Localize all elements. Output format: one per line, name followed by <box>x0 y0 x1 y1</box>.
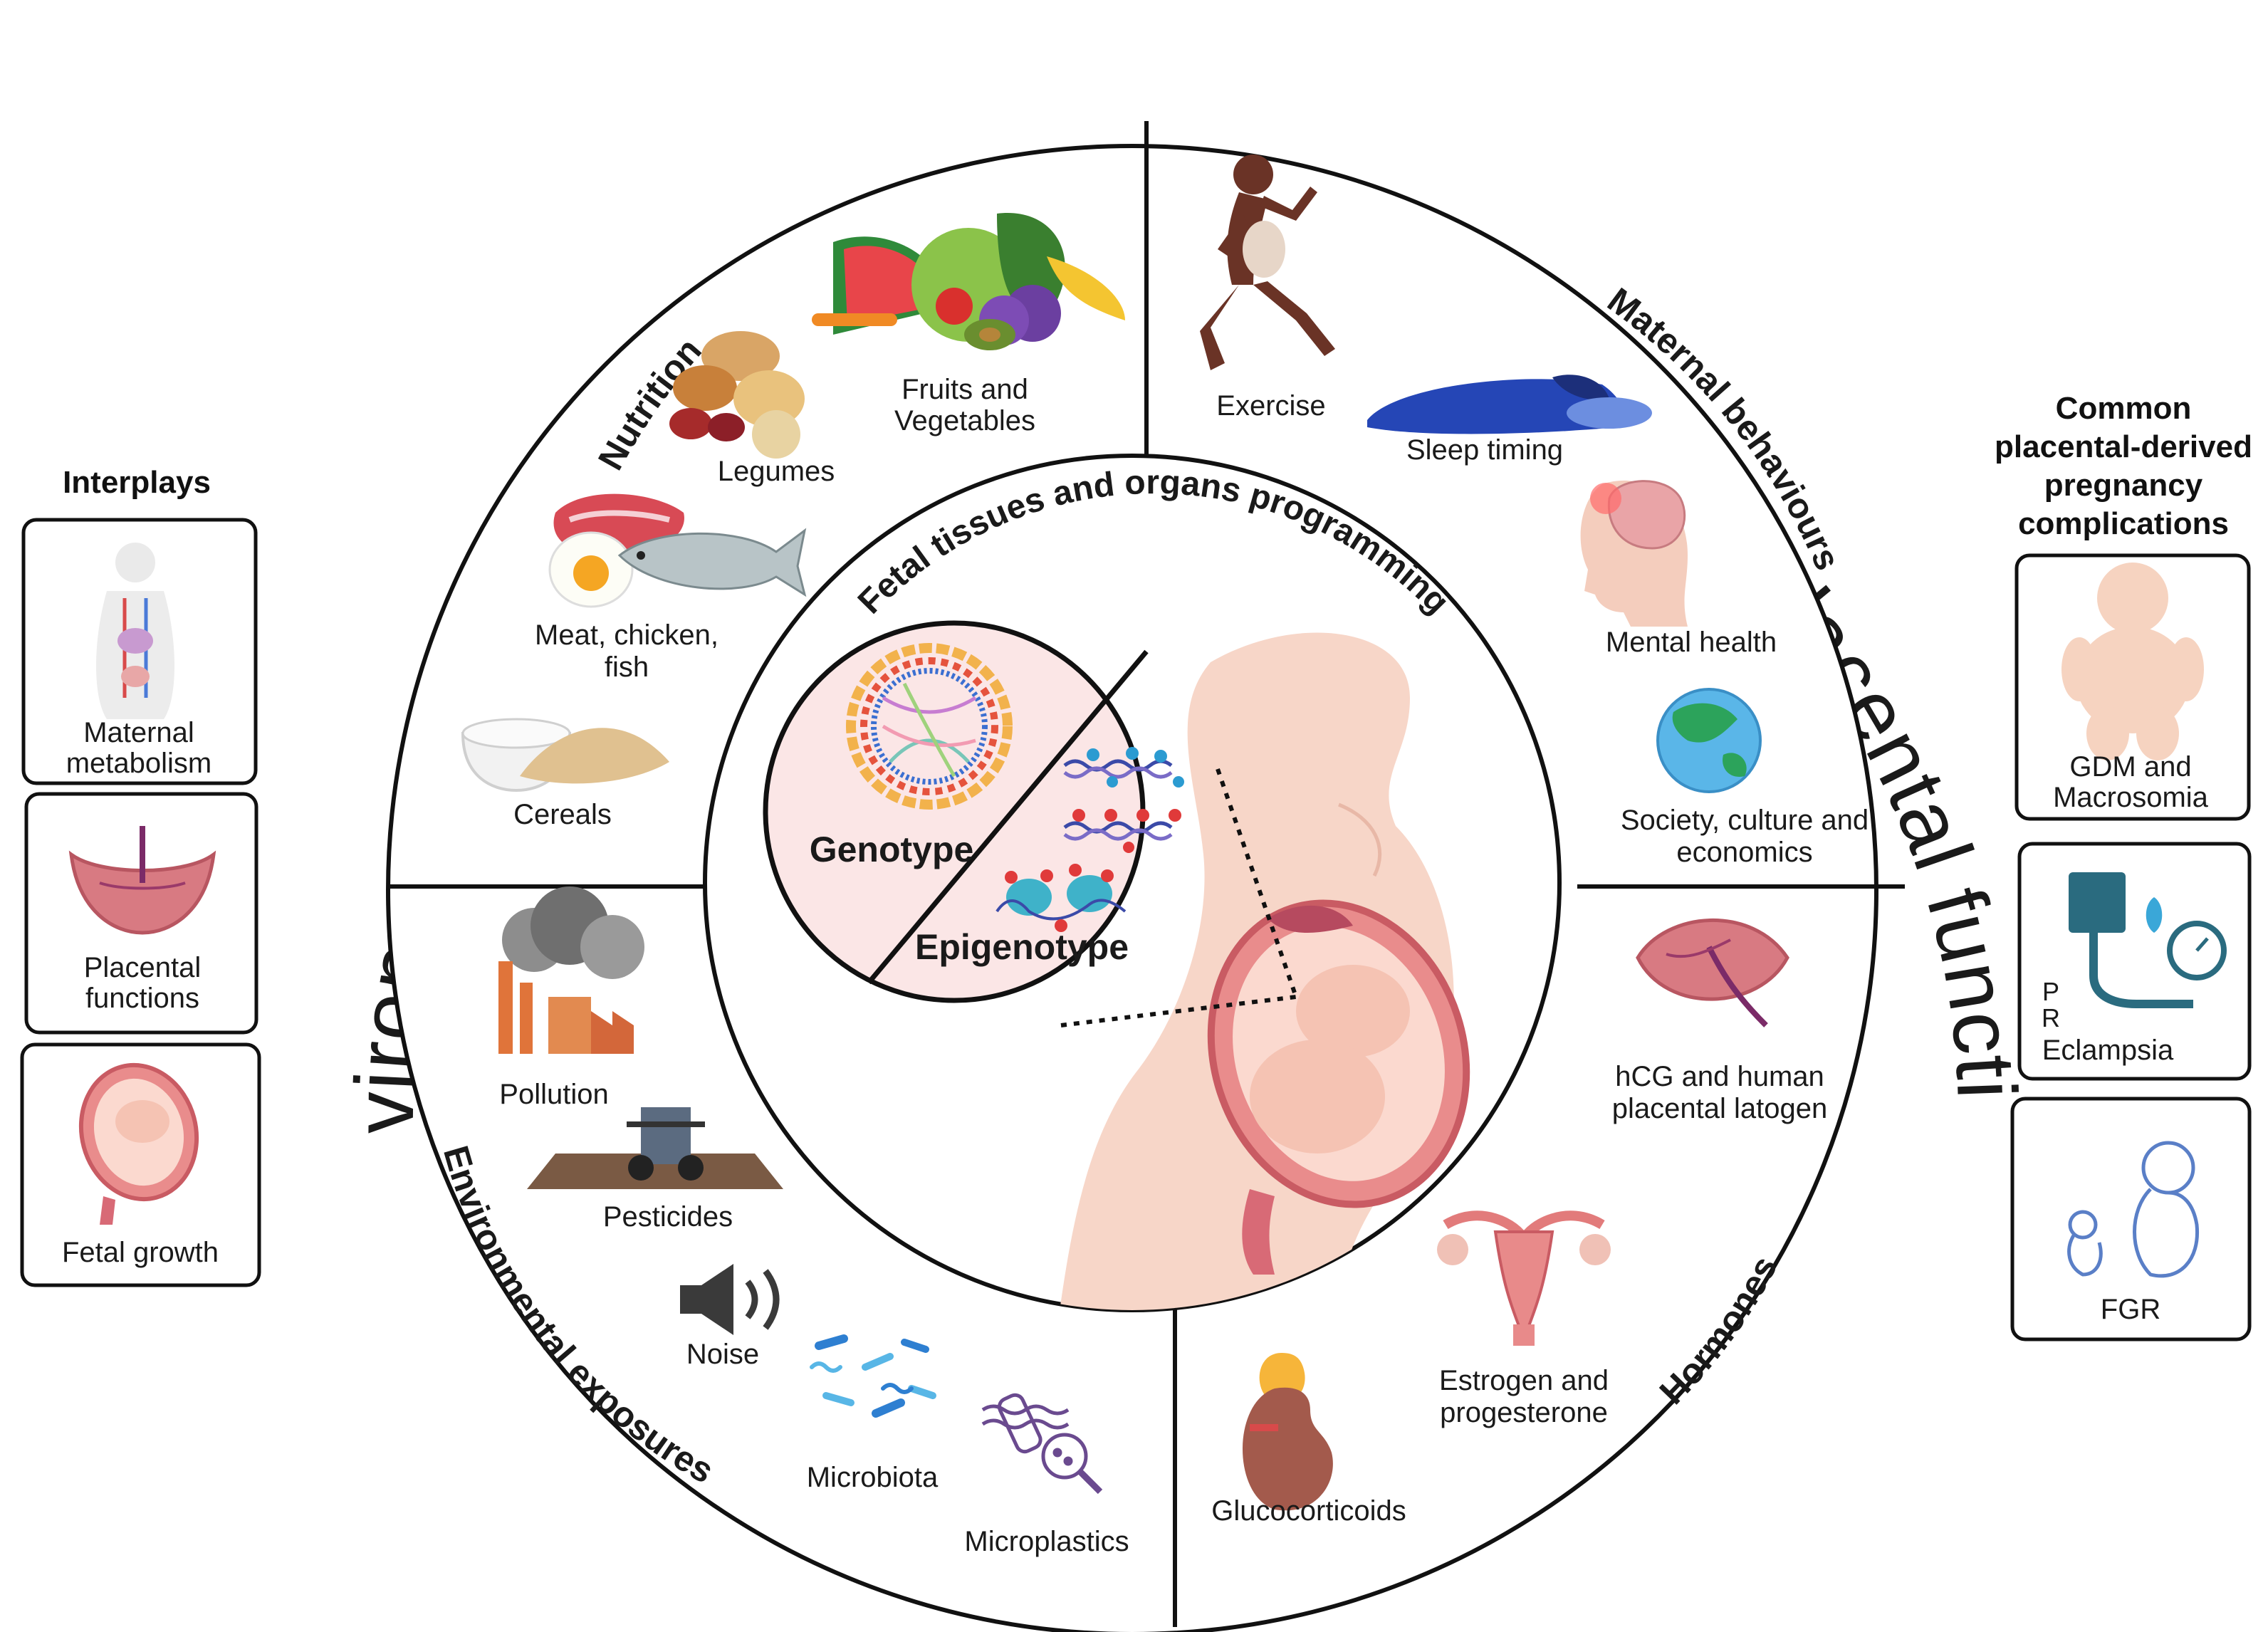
bp-monitor-icon <box>2069 872 2227 1008</box>
legumes-label: Legumes <box>718 456 835 487</box>
fetal-growth-label: Fetal growth <box>62 1237 219 1268</box>
runner-icon <box>1200 155 1335 370</box>
gdm-label-2: Macrosomia <box>2053 782 2209 813</box>
legumes-icon <box>669 331 805 459</box>
placental-functions-label-2: functions <box>85 983 199 1014</box>
meat-label-1: Meat, chicken, <box>535 619 718 651</box>
maternal-metabolism-label-1: Maternal <box>83 717 194 748</box>
fruit-veg-icon <box>812 213 1125 350</box>
hcg-label-1: hCG and human <box>1615 1061 1824 1092</box>
pesticides-label: Pesticides <box>603 1201 733 1233</box>
noise-label: Noise <box>686 1339 759 1370</box>
placental-functions-label-1: Placental <box>84 952 202 983</box>
genotype-label: Genotype <box>810 830 974 869</box>
meat-fish-icon <box>548 493 807 608</box>
interplay-card-fetal-growth: Fetal growth <box>20 1042 261 1287</box>
pe-label-p: P <box>2042 977 2059 1006</box>
gdm-label-1: GDM and <box>2069 751 2191 783</box>
mental-health-label: Mental health <box>1606 627 1777 658</box>
cereals-label: Cereals <box>513 799 612 830</box>
microplastics-label: Microplastics <box>964 1526 1129 1557</box>
histone-icon <box>995 864 1127 932</box>
society-label-2: economics <box>1676 837 1812 868</box>
tractor-icon <box>527 1107 783 1189</box>
meat-label-2: fish <box>605 652 649 683</box>
brain-head-icon <box>1580 480 1688 627</box>
complication-card-preeclampsia: P R Eclampsia <box>2017 842 2252 1081</box>
pollution-label: Pollution <box>499 1079 608 1110</box>
uterus-icon <box>1437 1210 1611 1346</box>
microplastic-icon <box>981 1393 1103 1495</box>
complication-card-gdm: GDM and Macrosomia <box>2014 553 2251 821</box>
microbiota-label: Microbiota <box>807 1462 939 1493</box>
complications-title-1: Common <box>2056 391 2192 426</box>
body-organs-icon <box>96 543 174 719</box>
fetus-in-uterus-icon <box>78 1062 199 1225</box>
zoom-lines <box>1060 768 1298 1027</box>
interplays-title: Interplays <box>63 465 211 500</box>
exercise-label: Exercise <box>1216 390 1325 422</box>
placenta-icon <box>68 826 216 935</box>
fetus-small-icon <box>2067 1141 2200 1278</box>
interplay-card-maternal: Maternal metabolism <box>21 518 258 785</box>
interplay-card-placental: Placental functions <box>24 792 258 1035</box>
factory-icon <box>498 886 644 1054</box>
dna-circos-icon <box>846 643 1013 810</box>
fetus-in-uterus-icon <box>1207 899 1470 1275</box>
estrogen-label-1: Estrogen and <box>1439 1365 1609 1396</box>
baby-icon <box>2061 563 2204 760</box>
pe-label-r: R <box>2042 1003 2060 1032</box>
complication-card-fgr: FGR <box>2010 1097 2252 1341</box>
fgr-label: FGR <box>2101 1294 2160 1325</box>
cereals-icon <box>461 718 669 793</box>
speaker-icon <box>680 1264 780 1335</box>
estrogen-label-2: progesterone <box>1440 1397 1608 1428</box>
complications-title-4: complications <box>2018 506 2229 541</box>
placenta-icon <box>1636 918 1789 1027</box>
hcg-label-2: placental latogen <box>1612 1093 1827 1124</box>
glucocorticoids-label: Glucocorticoids <box>1211 1495 1406 1527</box>
adrenal-kidney-icon <box>1243 1353 1333 1511</box>
fruits-label-2: Vegetables <box>894 405 1035 436</box>
complications-title-2: placental-derived <box>1995 429 2252 464</box>
sleep-icon <box>1367 375 1652 434</box>
society-label-1: Society, culture and <box>1621 805 1869 836</box>
sleep-label: Sleep timing <box>1406 434 1563 466</box>
dna-methylation-icon <box>1063 747 1184 853</box>
epigenotype-label: Epigenotype <box>915 927 1129 967</box>
complications-title-3: pregnancy <box>2044 468 2203 503</box>
eclampsia-label: Eclampsia <box>2042 1035 2174 1066</box>
maternal-metabolism-label-2: metabolism <box>66 748 212 779</box>
bacteria-icon <box>810 1334 936 1418</box>
fruits-label-1: Fruits and <box>902 374 1028 405</box>
globe-icon <box>1656 688 1762 793</box>
